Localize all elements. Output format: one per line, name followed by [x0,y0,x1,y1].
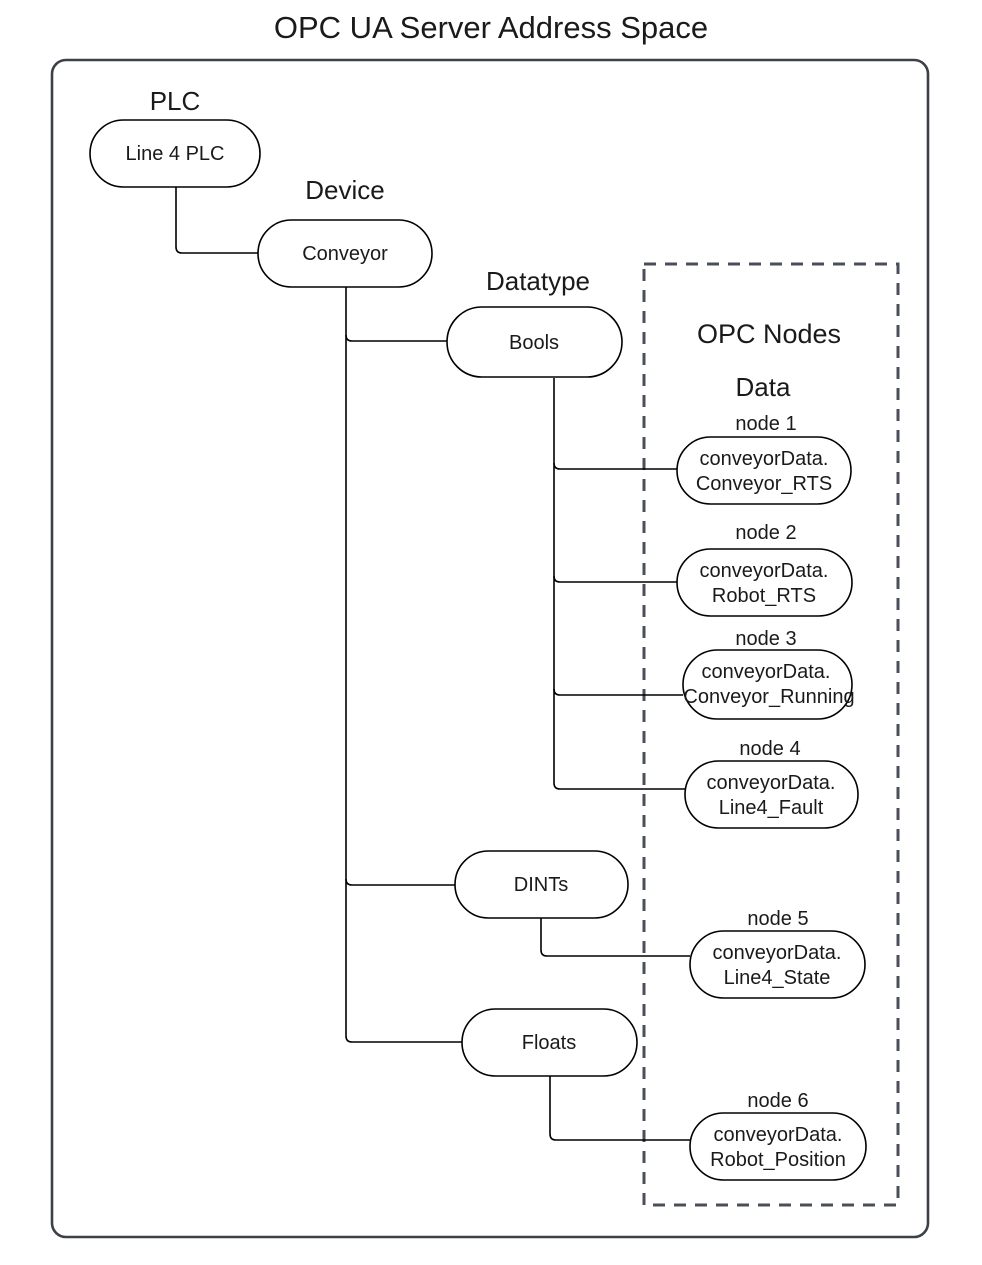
group-label-plc: PLC [150,86,201,116]
node-label-6-line1: conveyorData. [714,1124,843,1146]
node-box-plc[interactable] [89,119,261,188]
node-box-datatype-floats[interactable] [461,1008,638,1077]
opc-nodes-region [642,262,900,1207]
node-label-1-line1: conveyorData. [700,448,829,470]
node-label-1-line2: Conveyor_RTS [696,473,832,495]
node-box-6[interactable] [689,1112,867,1181]
node-box-1[interactable] [676,436,852,505]
connector-trunk-to-dints [345,878,455,886]
node-caption-4: node 4 [739,738,800,760]
connector-bools-to-node3 [553,688,683,696]
node-label-datatype-floats: Floats [522,1032,576,1054]
connector-bools-to-node1 [553,462,677,470]
node-label-6-line2: Robot_Position [710,1149,846,1171]
connector-bools-trunk [553,378,685,790]
node-caption-2: node 2 [735,522,796,544]
node-label-plc: Line 4 PLC [126,143,225,165]
group-label-device: Device [305,175,384,205]
opc-nodes-label: OPC Nodes [697,319,841,349]
connector-conveyor-trunk [345,287,462,1043]
node-label-device: Conveyor [302,243,388,265]
connector-dints-to-node5 [540,918,690,957]
node-label-3-line1: conveyorData. [702,661,831,683]
node-label-3-line2: Conveyor_Running [683,686,854,708]
node-caption-1: node 1 [735,413,796,435]
node-label-5-line1: conveyorData. [713,942,842,964]
node-box-datatype-bools[interactable] [446,306,623,378]
node-label-2-line2: Robot_RTS [712,585,816,607]
connector-bools-to-node2 [553,575,677,583]
node-box-2[interactable] [676,548,853,617]
connector-trunk-to-bools [345,334,447,342]
node-label-datatype-dints: DINTs [514,874,568,896]
node-caption-6: node 6 [747,1090,808,1112]
node-caption-3: node 3 [735,628,796,650]
node-label-4-line1: conveyorData. [707,772,836,794]
diagram-title: OPC UA Server Address Space [274,10,708,45]
node-box-device[interactable] [257,219,433,288]
node-label-4-line2: Line4_Fault [719,797,824,819]
group-label-datatype: Datatype [486,266,590,296]
node-label-2-line1: conveyorData. [700,560,829,582]
node-box-5[interactable] [689,930,866,999]
node-box-3[interactable] [682,649,853,720]
connector-plc-to-conveyor [175,187,258,254]
node-box-4[interactable] [684,760,859,829]
node-label-5-line2: Line4_State [724,967,831,989]
node-caption-5: node 5 [747,908,808,930]
node-box-datatype-dints[interactable] [454,850,629,919]
connector-floats-to-node6 [549,1076,690,1141]
node-label-datatype-bools: Bools [509,332,559,354]
data-label: Data [736,372,791,402]
